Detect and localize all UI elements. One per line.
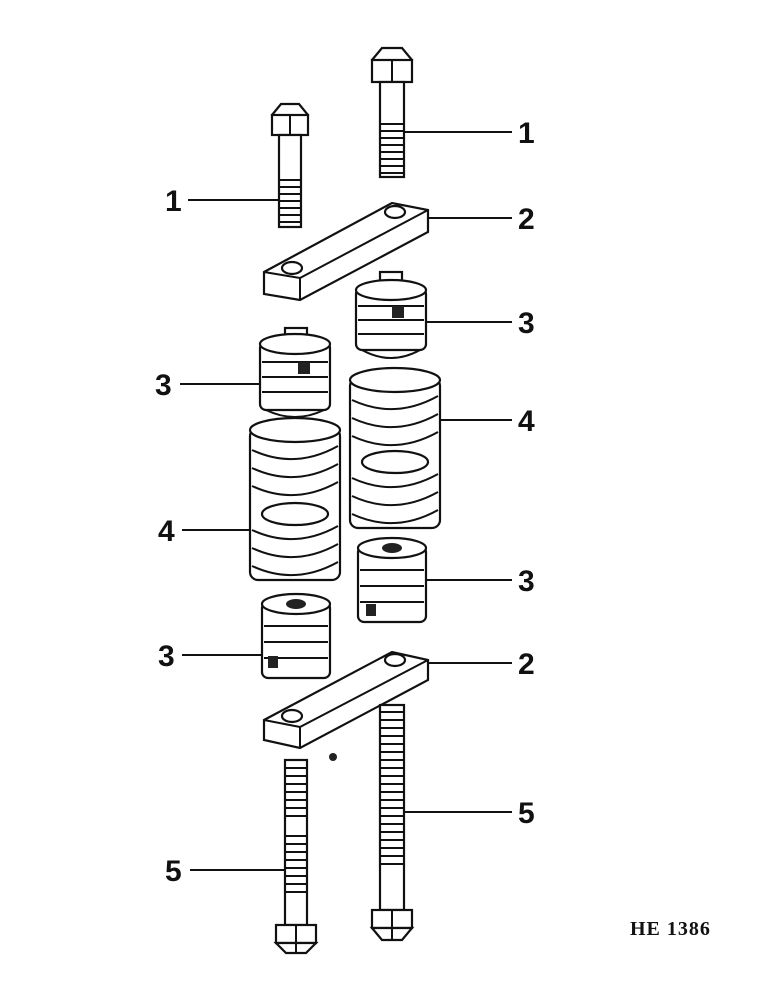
spring-seat-upper-left: [258, 326, 332, 418]
bolt-bottom-left: [273, 758, 319, 955]
callout-4-left: 4: [158, 515, 175, 548]
bolt-top-left-threads: [279, 179, 301, 223]
callout-1-left: 1: [165, 185, 182, 218]
bolt-bottom-right-threads: [380, 711, 404, 865]
bolt-top-right: [370, 46, 414, 179]
callout-4-right: 4: [518, 405, 535, 438]
callout-3-lower-left: 3: [158, 640, 175, 673]
spring-seat-lower-left: [260, 592, 332, 680]
callout-3-lower-right: 3: [518, 565, 535, 598]
spring-plate-upper: [262, 201, 430, 302]
bolt-top-right-threads: [380, 123, 404, 174]
bolt-bottom-left-threads: [285, 767, 307, 893]
spring-seat-lower-right: [356, 536, 428, 624]
coil-spring-left: [248, 416, 342, 582]
leader-lines: [180, 131, 512, 871]
figure-id: HE 1386: [630, 918, 711, 940]
callout-2-upper: 2: [518, 203, 535, 236]
callout-3-upper-right: 3: [518, 307, 535, 340]
callout-5-left: 5: [165, 855, 182, 888]
callout-3-upper-left: 3: [155, 369, 172, 402]
bolt-top-left: [270, 102, 310, 229]
spring-seat-upper-right: [354, 270, 428, 359]
spring-plate-lower: [262, 650, 430, 761]
callout-5-right: 5: [518, 797, 535, 830]
bolt-bottom-right: [369, 703, 415, 942]
coil-spring-right: [348, 366, 442, 530]
callout-2-lower: 2: [518, 648, 535, 681]
callout-1-right: 1: [518, 117, 535, 150]
